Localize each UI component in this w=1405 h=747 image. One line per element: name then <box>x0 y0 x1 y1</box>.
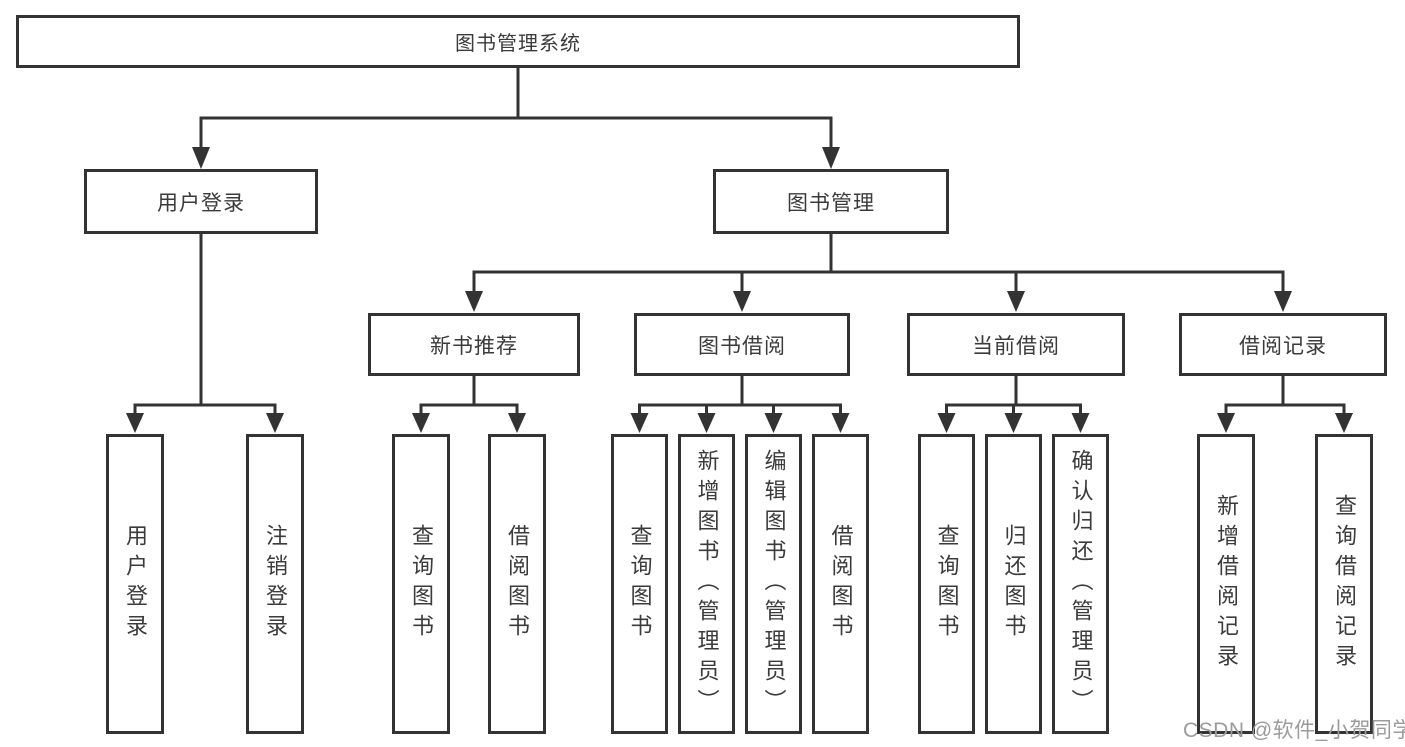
node-user-login-label: 用户登录 <box>157 191 245 215</box>
node-root: 图书管理系统 <box>16 15 1020 68</box>
node-book-borrow: 图书借阅 <box>634 313 850 376</box>
arrowhead <box>831 413 850 433</box>
arrowhead <box>1217 413 1235 433</box>
leaf-add-borrow-record-label: 新增借阅记录 <box>1214 494 1239 674</box>
arrowhead <box>1071 413 1090 433</box>
leaf-user-login: 用户登录 <box>106 434 164 734</box>
arrowhead <box>1335 413 1353 433</box>
watermark: CSDN @软件_小贺同学 <box>1183 719 1405 742</box>
node-borrow-records: 借阅记录 <box>1179 313 1387 376</box>
arrowhead <box>1274 291 1292 312</box>
arrowhead <box>126 413 144 433</box>
node-borrow-records-label: 借阅记录 <box>1239 334 1327 358</box>
connector-borrow-to-leaves <box>638 375 842 414</box>
leaf-confirm-return-admin: 确认归还（管理员） <box>1052 434 1109 734</box>
leaf-return-book: 归还图书 <box>985 434 1042 734</box>
arrowhead <box>764 413 783 433</box>
leaf-recommend-query-book-label: 查询图书 <box>409 524 434 644</box>
leaf-current-query-book: 查询图书 <box>918 434 975 734</box>
arrowhead <box>822 147 840 169</box>
leaf-edit-book-admin-label: 编辑图书（管理员） <box>761 449 787 719</box>
node-book-manage: 图书管理 <box>713 169 949 234</box>
leaf-edit-book-admin: 编辑图书（管理员） <box>745 434 802 734</box>
connector-recommend-to-leaves <box>419 375 519 414</box>
arrowhead <box>1007 291 1025 312</box>
arrowhead <box>937 413 956 433</box>
leaf-recommend-borrow-book-label: 借阅图书 <box>505 524 530 644</box>
leaf-add-book-admin: 新增图书（管理员） <box>678 434 735 734</box>
leaf-return-book-label: 归还图书 <box>1001 524 1027 644</box>
leaf-add-borrow-record: 新增借阅记录 <box>1197 434 1255 734</box>
node-current-borrow: 当前借阅 <box>907 313 1125 376</box>
arrowhead <box>733 291 751 312</box>
connector-root-to-level2 <box>199 67 833 149</box>
leaf-current-query-book-label: 查询图书 <box>934 524 960 644</box>
leaf-logout: 注销登录 <box>246 434 304 734</box>
arrowhead <box>192 147 210 169</box>
leaf-borrow-query-book: 查询图书 <box>611 434 668 734</box>
connector-records-to-leaves <box>1224 375 1346 414</box>
leaf-recommend-query-book: 查询图书 <box>392 434 450 734</box>
node-new-book-recommend: 新书推荐 <box>368 313 580 376</box>
leaf-borrow-book: 借阅图书 <box>812 434 869 734</box>
node-root-label: 图书管理系统 <box>455 33 581 55</box>
leaf-recommend-borrow-book: 借阅图书 <box>488 434 546 734</box>
leaf-query-borrow-record: 查询借阅记录 <box>1315 434 1373 734</box>
node-new-book-recommend-label: 新书推荐 <box>430 334 518 358</box>
leaf-borrow-book-label: 借阅图书 <box>828 524 854 644</box>
arrowhead <box>508 413 526 433</box>
arrowhead <box>697 413 716 433</box>
leaf-user-login-label: 用户登录 <box>123 524 148 644</box>
node-user-login: 用户登录 <box>84 169 318 234</box>
node-book-manage-label: 图书管理 <box>787 191 875 215</box>
arrowhead <box>412 413 430 433</box>
leaf-query-borrow-record-label: 查询借阅记录 <box>1332 494 1357 674</box>
connector-login-to-leaves <box>133 233 277 414</box>
arrowhead <box>465 291 483 312</box>
arrowhead <box>1004 413 1023 433</box>
arrowhead <box>630 413 649 433</box>
node-book-borrow-label: 图书借阅 <box>698 334 786 358</box>
node-current-borrow-label: 当前借阅 <box>972 334 1060 358</box>
connector-manage-to-level3 <box>472 233 1285 292</box>
leaf-confirm-return-admin-label: 确认归还（管理员） <box>1068 449 1094 719</box>
leaf-add-book-admin-label: 新增图书（管理员） <box>694 449 720 719</box>
leaf-borrow-query-book-label: 查询图书 <box>627 524 653 644</box>
connector-current-to-leaves <box>945 375 1082 414</box>
leaf-logout-label: 注销登录 <box>263 524 288 644</box>
arrowhead <box>266 413 284 433</box>
